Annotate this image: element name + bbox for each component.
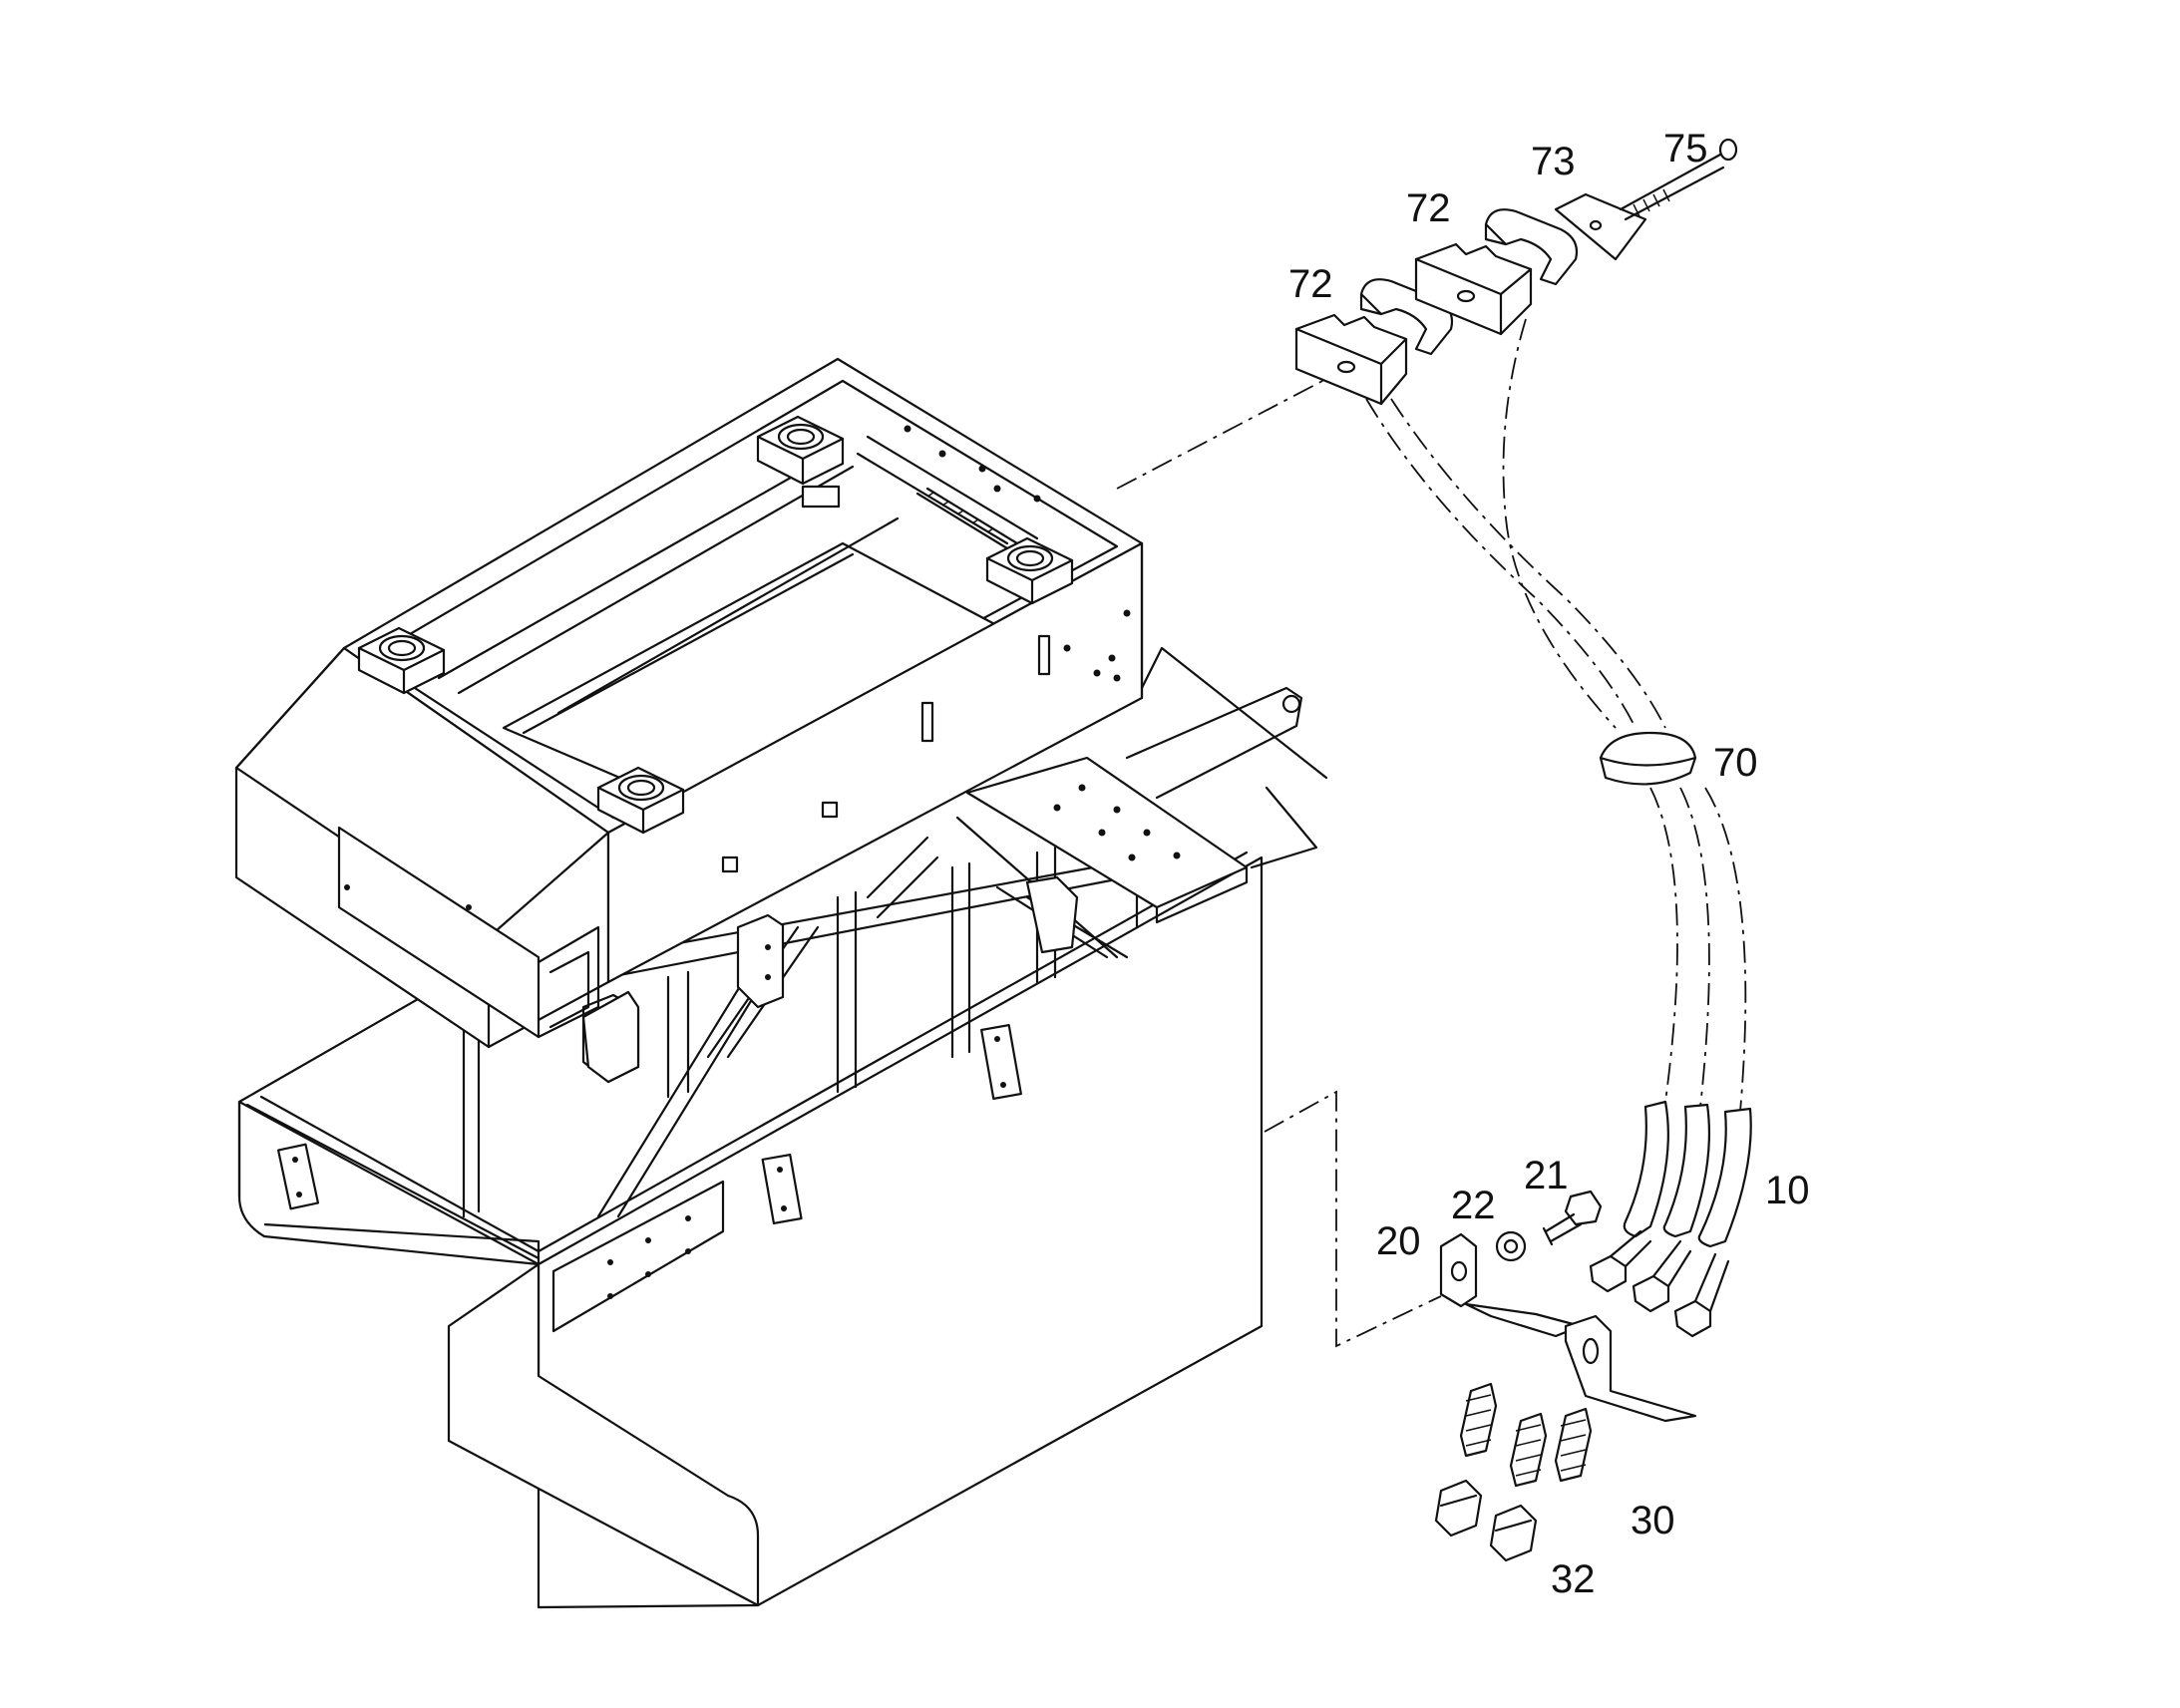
callout-21: 21 [1524,1154,1569,1197]
clamp-assembly [1294,138,1738,406]
callout-75: 75 [1663,127,1708,171]
callout-22: 22 [1451,1184,1496,1227]
callout-10: 10 [1765,1169,1810,1212]
corner-pad-right [985,536,1074,605]
callout-72-lower: 72 [1288,262,1333,306]
bracket-assembly [1434,1190,1697,1562]
corner-pad-left [357,626,446,695]
callout-70: 70 [1713,741,1758,785]
callout-72-upper: 72 [1406,186,1451,230]
hose-group [1365,318,1752,1338]
upper-housing [234,357,1144,1084]
callout-labels: 75 73 72 72 70 10 21 22 20 30 32 [1288,127,1810,1601]
callout-32: 32 [1551,1557,1596,1601]
centerline-leaders [1116,378,1442,1348]
corner-pad-back [756,415,845,486]
fitting-group [1459,1382,1593,1488]
callout-30: 30 [1631,1499,1675,1542]
callout-20: 20 [1376,1219,1421,1263]
inner-frame [581,646,1328,1218]
callout-73: 73 [1531,140,1576,183]
lower-enclosure [237,851,1264,1609]
corner-pad-front [596,766,685,835]
